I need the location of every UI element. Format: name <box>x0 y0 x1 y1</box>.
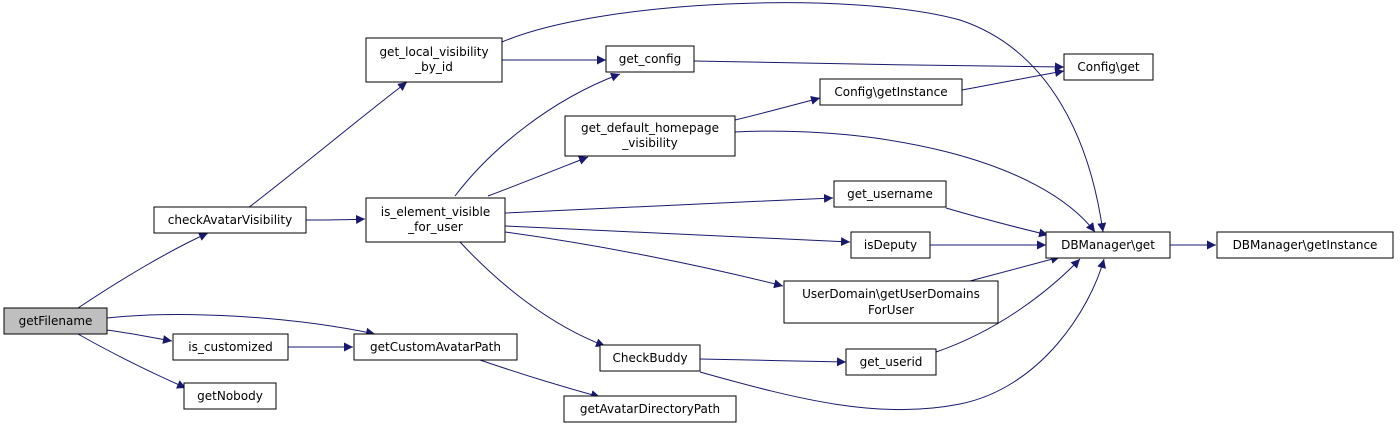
node-label: get_userid <box>860 355 923 369</box>
edge-get_username-DBManagerGet <box>945 207 1049 238</box>
node-DBManagerGetInstance[interactable]: DBManager\getInstance <box>1216 231 1394 259</box>
edge-CheckBuddy-get_userid <box>699 357 847 367</box>
node-label-line1: get_default_homepage <box>581 121 719 135</box>
node-label-line1: UserDomain\getUserDomains <box>802 287 980 301</box>
node-get_local_visibility_by_id[interactable]: get_local_visibility _by_id <box>365 37 503 83</box>
node-label: isDeputy <box>864 238 917 252</box>
edge-CheckBuddy-DBManagerGet <box>699 258 1106 411</box>
node-getCustomAvatarPath[interactable]: getCustomAvatarPath <box>353 333 518 361</box>
edge-is_element_visible-get_config <box>454 72 621 197</box>
node-getAvatarDirectoryPath[interactable]: getAvatarDirectoryPath <box>563 395 737 423</box>
edge-getFilename-getCustomAvatarPath <box>106 314 376 337</box>
node-ConfigGetInstance[interactable]: Config\getInstance <box>819 78 963 106</box>
edge-getCustomAvatarPath-getAvatarDirectoryPath <box>479 359 601 399</box>
node-isDeputy[interactable]: isDeputy <box>850 231 931 259</box>
edge-is_element_visible-UserDomain <box>504 231 784 289</box>
node-label: getCustomAvatarPath <box>370 340 501 354</box>
edge-is_element_visible-isDeputy <box>504 225 851 247</box>
node-label: get_config <box>619 52 681 66</box>
node-getNobody[interactable]: getNobody <box>183 382 277 410</box>
node-label-line2: _for_user <box>407 220 463 234</box>
edge-get_local_visibility-DBManagerGet <box>501 2 1107 233</box>
node-CheckBuddy[interactable]: CheckBuddy <box>599 344 701 372</box>
node-label: CheckBuddy <box>612 351 687 365</box>
edge-getFilename-is_customized <box>106 329 173 344</box>
node-label: checkAvatarVisibility <box>168 213 292 227</box>
edge-get_default_homepage-DBManagerGet <box>734 130 1096 233</box>
edge-getFilename-getNobody <box>77 333 187 389</box>
node-getFilename[interactable]: getFilename <box>3 307 108 335</box>
edge-is_element_visible-CheckBuddy <box>459 241 606 347</box>
edge-ConfigGetInstance-ConfigGet <box>961 68 1065 91</box>
node-label: DBManager\get <box>1061 238 1155 252</box>
node-ConfigGet[interactable]: Config\get <box>1063 53 1154 81</box>
node-checkAvatarVisibility[interactable]: checkAvatarVisibility <box>153 206 307 234</box>
edge-is_element_visible-get_default_homepage <box>487 156 589 197</box>
node-label: is_customized <box>188 340 272 354</box>
node-label: getNobody <box>197 389 263 403</box>
node-label: Config\getInstance <box>834 85 947 99</box>
edge-get_config-ConfigGet <box>693 60 1065 72</box>
node-label-line1: is_element_visible <box>381 205 490 219</box>
edge-get_default_homepage-ConfigGetInstance <box>734 95 821 121</box>
node-label: getFilename <box>19 314 93 328</box>
node-get_default_homepage_visibility[interactable]: get_default_homepage _visibility <box>564 115 736 157</box>
node-label: get_username <box>847 187 933 201</box>
node-is_customized[interactable]: is_customized <box>172 333 289 361</box>
node-label: Config\get <box>1077 60 1140 74</box>
node-is_element_visible_for_user[interactable]: is_element_visible _for_user <box>365 197 506 243</box>
node-get_userid[interactable]: get_userid <box>845 348 937 376</box>
node-label-line1: get_local_visibility <box>379 45 488 59</box>
edge-checkAvatarVisibility-get_local_visibility <box>247 81 408 209</box>
edge-checkAvatarVisibility-is_element_visible <box>305 214 366 224</box>
edge-get_userid-DBManagerGet <box>935 258 1081 353</box>
edge-is_element_visible-get_username <box>504 193 834 214</box>
node-get_config[interactable]: get_config <box>605 45 695 73</box>
node-DBManagerGet[interactable]: DBManager\get <box>1045 231 1171 259</box>
node-label: DBManager\getInstance <box>1233 238 1378 252</box>
edge-UserDomain-DBManagerGet <box>969 254 1061 282</box>
node-label-line2: ForUser <box>868 303 914 317</box>
node-label-line2: _visibility <box>621 136 677 150</box>
node-label-line2: _by_id <box>414 60 453 74</box>
edge-getFilename-checkAvatarVisibility <box>77 232 209 309</box>
node-get_username[interactable]: get_username <box>833 180 947 208</box>
node-label: getAvatarDirectoryPath <box>580 402 720 416</box>
node-UserDomainGetUserDomainsForUser[interactable]: UserDomain\getUserDomains ForUser <box>783 280 999 324</box>
